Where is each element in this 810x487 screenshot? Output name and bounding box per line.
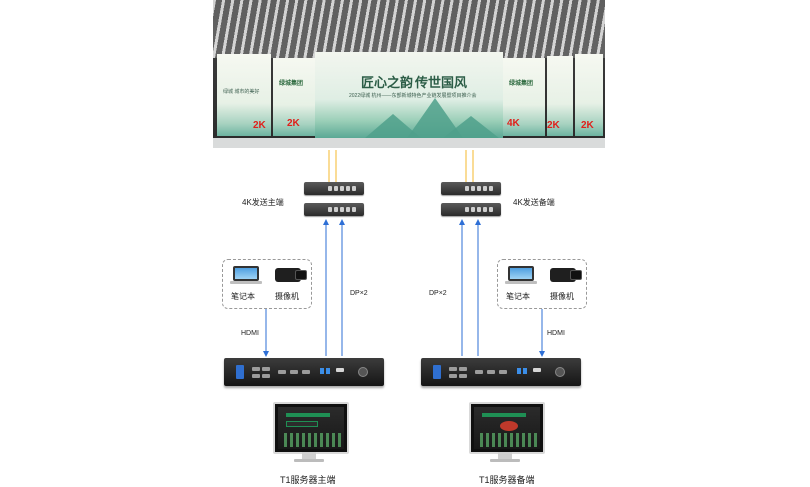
hdmi-label-right: HDMI bbox=[547, 330, 565, 337]
source-camera-label: 摄像机 bbox=[550, 292, 574, 301]
dp-links-left bbox=[323, 219, 345, 356]
sender-main-unit-1 bbox=[304, 182, 364, 195]
side-slogan: 绿城 城市的美好 bbox=[223, 89, 260, 95]
resolution-badge: 2K bbox=[581, 120, 594, 131]
hdmi-label-left: HDMI bbox=[241, 330, 259, 337]
resolution-badge: 2K bbox=[547, 120, 560, 131]
stage-subtitle: 2022绿城 杭州——东部新城特色产业链发展暨项目推介会 bbox=[349, 93, 477, 99]
brand-logo-left: 绿城集团 bbox=[279, 81, 304, 87]
side-screen-right-mid: 2K bbox=[547, 56, 573, 136]
main-screen-center: 匠心之韵 传世国风 2022绿城 杭州——东部新城特色产业链发展暨项目推介会 bbox=[315, 52, 503, 138]
dp-label-left: DP×2 bbox=[350, 290, 368, 297]
laptop-base bbox=[505, 281, 537, 284]
stage-title-left: 匠心之韵 bbox=[361, 76, 414, 91]
stage-ceiling-lights bbox=[213, 0, 605, 58]
source-camera-label: 摄像机 bbox=[275, 292, 299, 301]
monitor-stand bbox=[302, 452, 316, 460]
stage-title-right: 传世国风 bbox=[415, 76, 468, 91]
monitor-foot bbox=[490, 459, 520, 462]
sender-main-label: 4K发送主端 bbox=[242, 198, 284, 207]
sender-backup-label: 4K发送备端 bbox=[513, 198, 555, 207]
source-laptop-label: 笔记本 bbox=[231, 292, 255, 301]
camcorder-lens bbox=[295, 270, 307, 280]
dp-label-right: DP×2 bbox=[429, 290, 447, 297]
led-stage-photo: 绿城 城市的美好 2K 绿城集团 2K 匠心之韵 传世国风 2022绿城 杭州—… bbox=[213, 0, 605, 148]
t1-server-backup bbox=[421, 358, 581, 386]
laptop-icon bbox=[508, 266, 534, 281]
control-monitor-main bbox=[273, 402, 349, 454]
laptop-base bbox=[230, 281, 262, 284]
resolution-badge: 4K bbox=[507, 118, 520, 129]
side-screen-left-inner: 绿城集团 2K bbox=[273, 58, 315, 136]
source-laptop-label: 笔记本 bbox=[506, 292, 530, 301]
source-group-left: 笔记本 摄像机 bbox=[222, 259, 312, 309]
laptop-icon bbox=[233, 266, 259, 281]
sender-main-unit-2 bbox=[304, 203, 364, 216]
server-main-label: T1服务器主端 bbox=[280, 475, 336, 485]
resolution-badge: 2K bbox=[253, 120, 266, 131]
dp-links-right bbox=[459, 219, 481, 356]
camcorder-lens bbox=[570, 270, 582, 280]
camcorder-icon bbox=[275, 268, 301, 282]
brand-logo-right: 绿城集团 bbox=[509, 81, 534, 87]
fiber-links-left bbox=[328, 150, 337, 182]
control-monitor-backup bbox=[469, 402, 545, 454]
fiber-links-right bbox=[465, 150, 474, 182]
server-backup-label: T1服务器备端 bbox=[479, 475, 535, 485]
t1-server-main bbox=[224, 358, 384, 386]
source-group-right: 笔记本 摄像机 bbox=[497, 259, 587, 309]
sender-backup-unit-1 bbox=[441, 182, 501, 195]
resolution-badge: 2K bbox=[287, 118, 300, 129]
monitor-stand bbox=[498, 452, 512, 460]
ink-mountain bbox=[443, 116, 499, 138]
stage-floor bbox=[213, 138, 605, 148]
side-screen-right-outer: 2K bbox=[575, 54, 603, 136]
monitor-foot bbox=[294, 459, 324, 462]
ink-mountain bbox=[365, 114, 421, 138]
sender-backup-unit-2 bbox=[441, 203, 501, 216]
side-screen-right-inner: 绿城集团 4K bbox=[503, 58, 545, 136]
camcorder-icon bbox=[550, 268, 576, 282]
side-screen-left-outer: 绿城 城市的美好 2K bbox=[217, 54, 271, 136]
